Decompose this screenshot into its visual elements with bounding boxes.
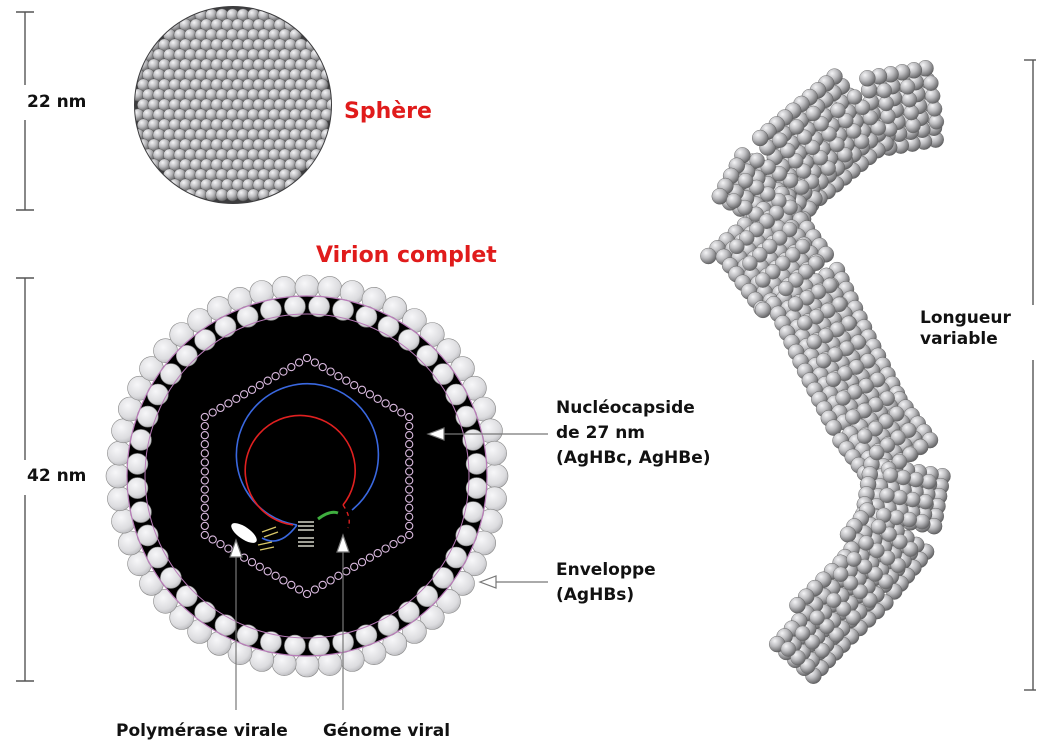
bead: [752, 130, 768, 146]
bead: [857, 429, 872, 444]
bead: [877, 83, 892, 98]
virion-title: Virion complet: [316, 243, 497, 269]
bead: [826, 372, 841, 387]
virion-complete: [106, 275, 508, 677]
bead: [712, 188, 728, 204]
bead: [859, 536, 874, 551]
bead: [869, 445, 884, 460]
bead: [846, 552, 861, 567]
bead: [463, 502, 484, 523]
bead: [918, 494, 933, 509]
bead: [836, 391, 851, 406]
bead: [750, 153, 765, 168]
bead: [840, 526, 856, 542]
bead: [859, 70, 875, 86]
envelope-label: Enveloppe (AgHBs): [556, 558, 656, 608]
bead: [927, 101, 942, 116]
bead: [816, 353, 831, 368]
nucleocapsid-label: Nucléocapside de 27 nm (AgHBc, AgHBe): [556, 396, 711, 471]
polymerase-label: Polymérase virale: [116, 721, 288, 742]
bead: [772, 133, 787, 148]
length-label: Longueur variable: [920, 308, 1011, 350]
bead: [484, 464, 508, 488]
bead: [904, 105, 919, 120]
bead: [879, 96, 894, 111]
bead: [896, 470, 911, 485]
bead: [826, 593, 841, 608]
bead: [295, 275, 319, 299]
bead: [738, 173, 753, 188]
bead: [892, 490, 907, 505]
bead: [789, 597, 805, 613]
bead: [742, 256, 757, 271]
bead: [260, 299, 281, 320]
bead: [925, 89, 940, 104]
bead: [881, 109, 896, 124]
bead: [807, 334, 822, 349]
bead: [883, 468, 898, 483]
bead: [906, 118, 921, 133]
bead: [726, 193, 741, 208]
bead: [921, 474, 936, 489]
bead: [902, 512, 917, 527]
bead: [830, 103, 845, 118]
sphere-title: Sphère: [344, 99, 432, 125]
bead: [902, 92, 917, 107]
bead: [880, 488, 895, 503]
bead: [889, 510, 904, 525]
sphere-particle: [132, 6, 339, 204]
bead: [268, 189, 280, 201]
bead: [781, 642, 796, 657]
filament-particle: [700, 60, 950, 683]
bead: [755, 273, 770, 288]
bead: [810, 610, 825, 625]
bead: [915, 514, 930, 529]
size-label-42nm: 42 nm: [27, 466, 86, 487]
bead: [847, 90, 862, 105]
size-label-22nm: 22 nm: [27, 92, 86, 113]
bead: [900, 79, 915, 94]
bead: [929, 114, 944, 129]
bead: [333, 299, 354, 320]
scale-bracket-length: [1024, 60, 1036, 690]
bead: [845, 409, 860, 424]
bead: [729, 239, 744, 254]
genome-label: Génome viral: [323, 721, 450, 742]
bead: [106, 464, 130, 488]
bead: [909, 472, 924, 487]
bead: [789, 119, 804, 134]
bead: [795, 626, 810, 641]
bead: [700, 248, 716, 264]
bead: [130, 502, 151, 523]
bead: [788, 297, 803, 312]
bead: [260, 632, 281, 653]
bead: [923, 76, 938, 91]
bead: [755, 302, 771, 318]
bead: [833, 567, 848, 582]
bead: [871, 519, 886, 534]
bead: [905, 492, 920, 507]
bead: [130, 429, 151, 450]
bead: [778, 281, 793, 296]
bead: [463, 429, 484, 450]
bead: [806, 106, 821, 121]
bead: [797, 315, 812, 330]
